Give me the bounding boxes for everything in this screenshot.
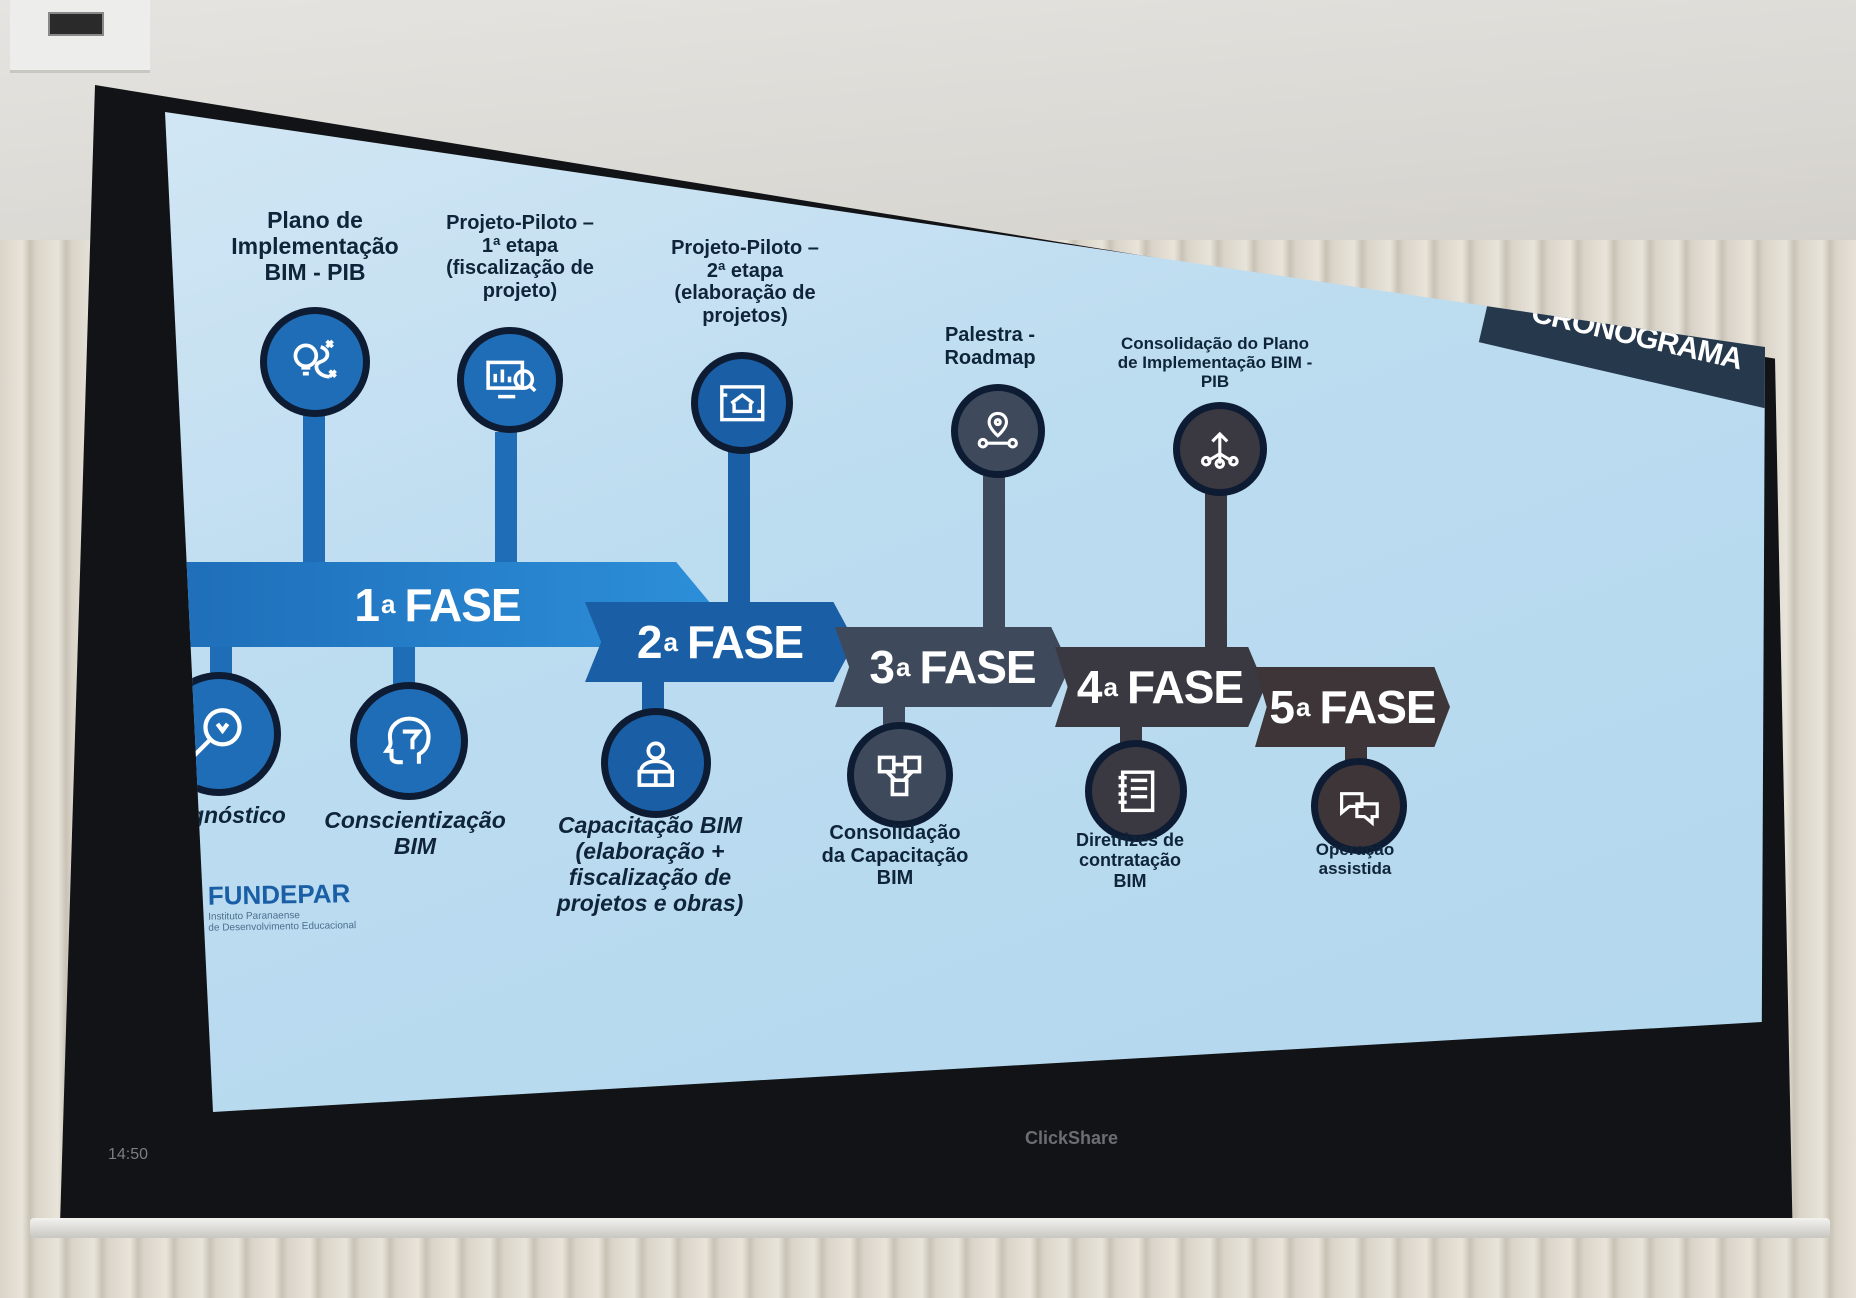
phase-2-ordinal: a xyxy=(663,626,678,657)
bulb-strategy-icon xyxy=(260,307,370,417)
magnifier-icon xyxy=(165,672,281,796)
stem-top-5 xyxy=(1205,492,1227,652)
cubes-icon xyxy=(847,722,953,828)
monitor-analytics-icon xyxy=(457,327,563,433)
clock: 14:50 xyxy=(108,1146,149,1163)
bottom-label-4: Consolidação da Capacitação BIM xyxy=(821,822,969,890)
screen-bottom-bar xyxy=(30,1218,1830,1238)
phase-5-ordinal: a xyxy=(1295,691,1311,722)
phase-1-label: FASE xyxy=(404,578,521,631)
phase-2-label: FASE xyxy=(686,616,804,668)
phase-4-number: 4 xyxy=(1076,661,1103,713)
top-label-4: Palestra - Roadmap xyxy=(944,324,1036,369)
top-label-2: Projeto-Piloto – 1ª etapa (fiscalização … xyxy=(446,212,594,302)
phase-1-number: 1 xyxy=(354,578,380,631)
logo-sub-2: de Desenvolvimento Educacional xyxy=(208,920,357,934)
top-label-5: Consolidação do Plano de Implementação B… xyxy=(1117,334,1313,392)
bottom-label-6: Operação assistida xyxy=(1315,840,1395,879)
phase-2-number: 2 xyxy=(636,616,663,668)
chat-icon xyxy=(1311,758,1407,854)
stem-top-2 xyxy=(495,432,517,582)
bottom-label-5: Diretrizes de contratação BIM xyxy=(1075,830,1185,891)
projector-unit xyxy=(48,12,104,36)
phase-3-ordinal: a xyxy=(895,651,911,682)
phase-5-label: FASE xyxy=(1319,681,1436,733)
phase-4-ordinal: a xyxy=(1103,671,1118,702)
reader-icon xyxy=(601,708,711,818)
bottom-label-2: Conscientização BIM xyxy=(324,807,506,859)
stem-top-3 xyxy=(728,452,750,607)
phase-4-label: FASE xyxy=(1126,661,1244,713)
roadmap-pin-icon xyxy=(951,384,1045,478)
stem-top-1 xyxy=(303,412,325,572)
screen-housing xyxy=(10,0,150,73)
logo-name: FUNDEPAR xyxy=(207,878,351,911)
bottom-label-3: Capacitação BIM (elaboração + fiscalizaç… xyxy=(556,812,744,916)
notebook-icon xyxy=(1085,740,1187,842)
branch-arrows-icon xyxy=(1173,402,1267,496)
phase-3-number: 3 xyxy=(869,641,895,693)
blueprint-icon xyxy=(691,352,793,454)
phase-1-ordinal: a xyxy=(380,589,396,619)
clickshare-watermark: ClickShare xyxy=(1025,1128,1119,1148)
head-filter-icon xyxy=(350,682,468,800)
phase-3-label: FASE xyxy=(919,641,1036,693)
stem-top-4 xyxy=(983,472,1005,637)
phase-5-number: 5 xyxy=(1269,681,1295,733)
top-label-1: Plano de Implementação BIM - PIB xyxy=(231,207,399,285)
top-label-3: Projeto-Piloto – 2ª etapa (elaboração de… xyxy=(671,237,819,327)
